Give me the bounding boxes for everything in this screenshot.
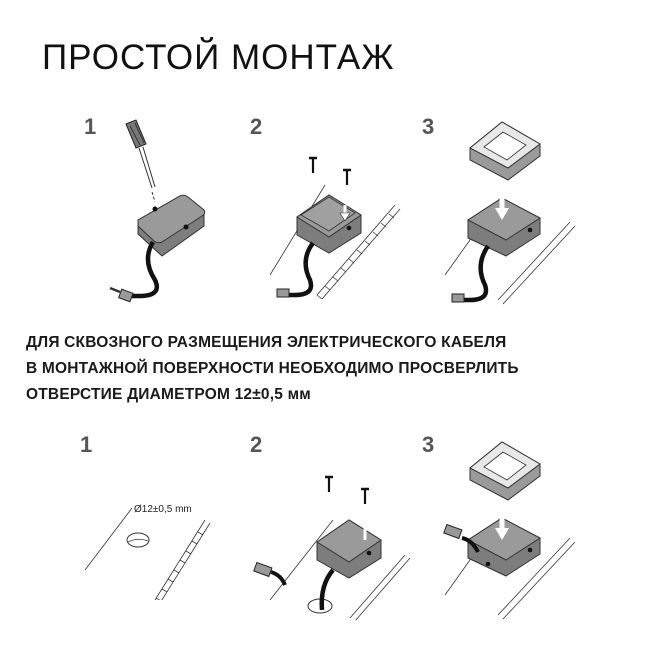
cable-icon — [130, 240, 160, 299]
frame-cover-icon — [469, 121, 541, 181]
plug-icon — [253, 561, 273, 578]
screw-icon — [343, 168, 351, 185]
top-step-1-illustration — [100, 110, 230, 310]
hatched-wall-edge-icon — [497, 221, 576, 305]
bottom-step-1-illustration: Ø12±0,5 mm — [80, 490, 230, 600]
drilled-hole-icon — [126, 532, 150, 548]
plug-icon — [109, 286, 134, 303]
top-step-2-number: 2 — [250, 114, 263, 139]
hatched-wall-edge-icon — [497, 537, 576, 620]
bottom-step-2-illustration — [245, 470, 415, 620]
instruction-line-2: В МОНТАЖНОЙ ПОВЕРХНОСТИ НЕОБХОДИМО ПРОСВ… — [26, 360, 519, 377]
frame-cover-icon — [469, 441, 541, 501]
bottom-step-1-number: 1 — [80, 432, 93, 457]
junction-box-icon — [296, 194, 362, 254]
screwdriver-icon — [125, 119, 156, 203]
junction-box-icon — [467, 197, 541, 257]
cable-icon — [319, 568, 335, 611]
plug-icon — [443, 523, 463, 540]
plug-icon — [451, 293, 465, 303]
top-step-2-illustration — [265, 145, 415, 310]
hatched-wall-edge-icon — [349, 554, 411, 620]
top-step-3-number: 3 — [422, 114, 435, 139]
screw-icon — [361, 487, 369, 504]
plug-icon — [276, 288, 290, 298]
top-step-3-illustration — [440, 110, 580, 310]
hatched-wall-edge-icon — [154, 519, 211, 600]
mounting-instructions-text: ДЛЯ СКВОЗНОГО РАЗМЕЩЕНИЯ ЭЛЕКТРИЧЕСКОГО … — [26, 330, 519, 408]
screw-icon — [325, 475, 333, 492]
junction-box-icon — [137, 194, 206, 257]
screw-icon — [309, 156, 317, 173]
bottom-step-2-number: 2 — [250, 432, 263, 457]
instruction-line-3: ОТВЕРСТИЕ ДИАМЕТРОМ 12±0,5 мм — [26, 386, 311, 403]
cable-icon — [287, 241, 315, 298]
hole-diameter-label: Ø12±0,5 mm — [134, 504, 192, 515]
bottom-step-3-illustration — [440, 430, 580, 620]
cable-icon — [461, 536, 480, 553]
junction-box-icon — [467, 517, 541, 577]
hatched-wall-edge-icon — [316, 204, 401, 300]
top-step-1-number: 1 — [84, 114, 97, 139]
cable-icon — [462, 244, 490, 303]
bottom-step-3-number: 3 — [422, 432, 435, 457]
page-title: ПРОСТОЙ МОНТАЖ — [42, 38, 395, 77]
instruction-line-1: ДЛЯ СКВОЗНОГО РАЗМЕЩЕНИЯ ЭЛЕКТРИЧЕСКОГО … — [26, 334, 507, 351]
